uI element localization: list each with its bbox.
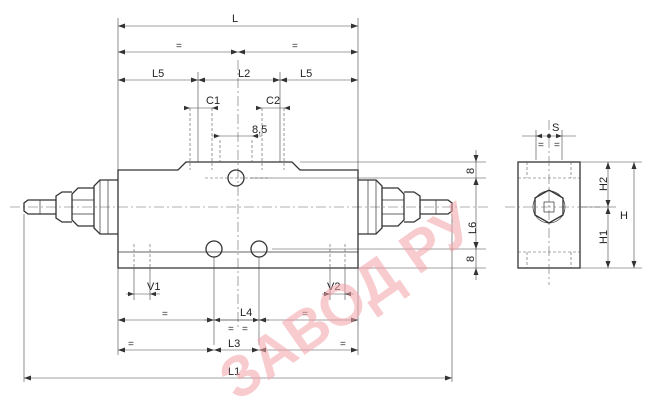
label-L1: L1 <box>228 366 240 378</box>
label-8-bottom: 8 <box>465 256 477 262</box>
label-eq-l4-b: = <box>242 324 248 335</box>
label-H1: H1 <box>598 230 610 244</box>
label-V1: V1 <box>147 281 160 293</box>
label-H: H <box>620 210 628 222</box>
label-eq-s-left: = <box>538 140 544 151</box>
dim-lines-bottom <box>23 214 453 382</box>
valve-body <box>117 108 359 269</box>
label-C2: C2 <box>266 95 280 107</box>
label-L5-right: L5 <box>300 68 312 80</box>
label-L6: L6 <box>467 222 479 234</box>
label-H2: H2 <box>598 177 610 191</box>
label-L: L <box>232 13 238 25</box>
label-C1: C1 <box>206 95 220 107</box>
left-cartridge <box>23 179 118 235</box>
watermark: ЗАВОД РУ <box>208 190 487 400</box>
label-eq-s-right: = <box>554 140 560 151</box>
label-L3: L3 <box>228 338 240 350</box>
label-eq-mid-left: = <box>162 309 168 320</box>
lower-port-hole-right <box>250 240 268 258</box>
label-eq-mid-right: = <box>302 309 308 320</box>
label-L5-left: L5 <box>152 68 164 80</box>
label-V2: V2 <box>327 281 340 293</box>
label-8-top: 8 <box>465 168 477 174</box>
right-cartridge <box>358 179 453 235</box>
label-eq-top-right: = <box>292 41 298 52</box>
label-eq-bot-right: = <box>340 339 346 350</box>
dim-lines-right <box>250 150 486 280</box>
dimension-labels: L = = L5 L2 L5 C1 C2 8,5 8 L6 8 V1 V2 = … <box>128 13 628 378</box>
label-L4: L4 <box>240 307 252 319</box>
label-eq-l4-a: = <box>228 324 234 335</box>
label-eq-bot-left: = <box>128 339 134 350</box>
lower-port-hole-left <box>205 240 223 258</box>
label-eq-top-left: = <box>176 41 182 52</box>
label-8-5: 8,5 <box>252 124 267 136</box>
label-L2: L2 <box>238 68 250 80</box>
label-S: S <box>552 122 559 134</box>
dim-lines-top <box>117 18 359 170</box>
side-view <box>505 120 642 285</box>
